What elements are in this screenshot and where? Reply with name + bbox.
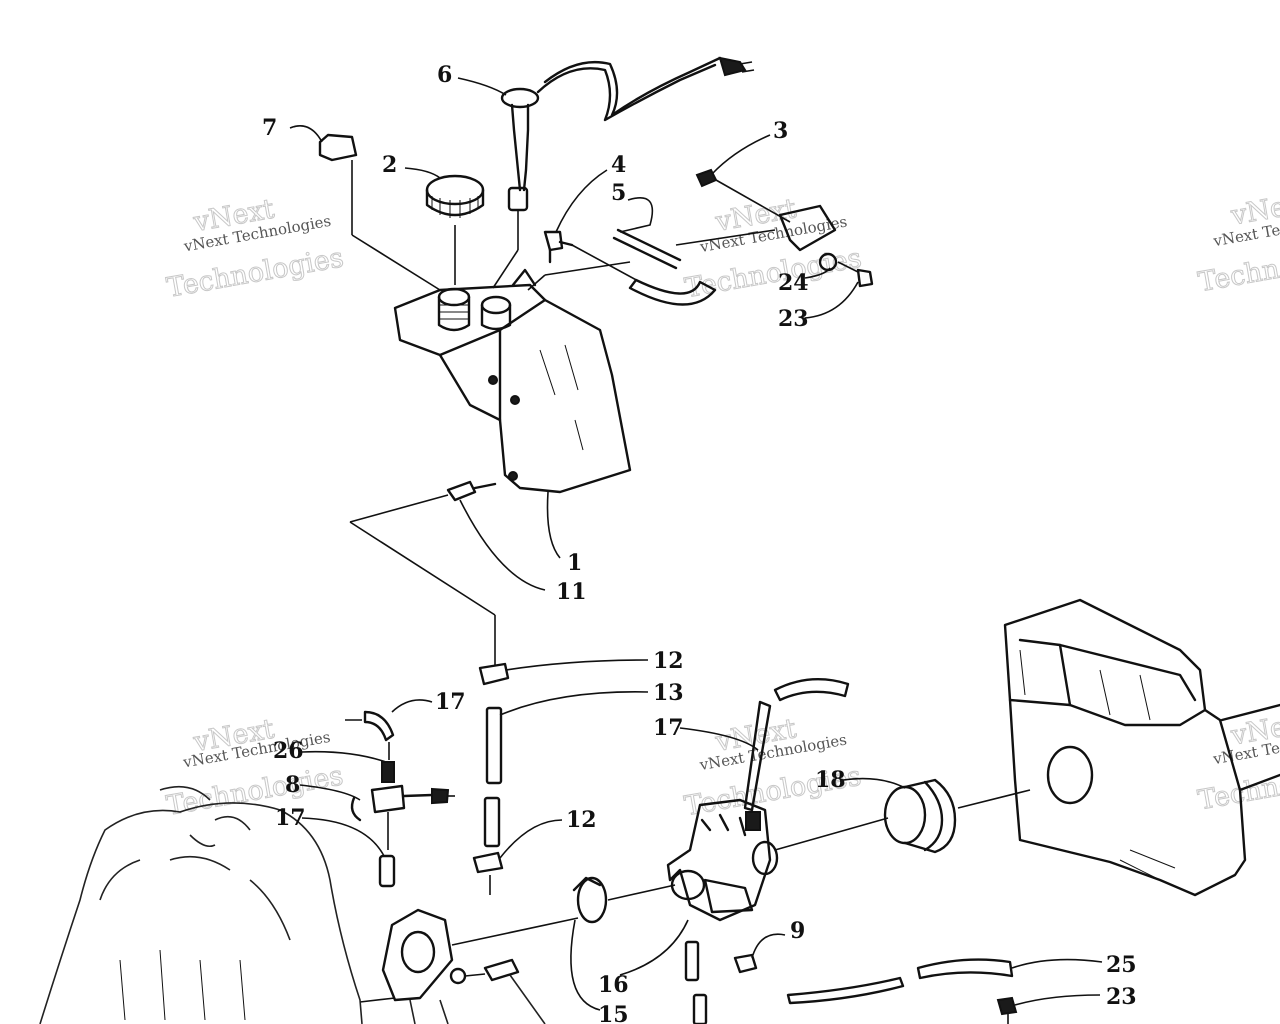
callout-12-bottom: 12 bbox=[566, 807, 597, 833]
callout-25: 25 bbox=[1106, 952, 1137, 978]
callout-17-left-bottom: 17 bbox=[275, 805, 306, 831]
watermark-2: vNext vNext Technologies Technologies bbox=[682, 193, 864, 305]
watermark-3: vNext vNext Technologies Technologies bbox=[1196, 186, 1280, 298]
callout-7: 7 bbox=[262, 115, 277, 141]
pulse-valve-assembly bbox=[345, 710, 455, 888]
callout-24: 24 bbox=[778, 270, 809, 296]
hose-clamp bbox=[572, 876, 676, 924]
watermark-6: vNext vNext Technologies Technologies bbox=[1195, 706, 1280, 816]
callout-23-bottom: 23 bbox=[1106, 984, 1137, 1010]
tank-cap bbox=[425, 174, 485, 285]
vent-hose-carb bbox=[743, 678, 850, 812]
callout-3: 3 bbox=[773, 118, 788, 144]
callout-15: 15 bbox=[598, 1002, 629, 1024]
callout-5: 5 bbox=[611, 180, 626, 206]
oil-tank bbox=[393, 268, 632, 494]
callout-16: 16 bbox=[598, 972, 629, 998]
elbow-fitting bbox=[527, 230, 641, 291]
callout-6: 6 bbox=[437, 62, 452, 88]
callout-4: 4 bbox=[611, 152, 626, 178]
callout-23-top: 23 bbox=[778, 306, 809, 332]
air-silencer bbox=[1003, 598, 1280, 897]
intake-flange bbox=[359, 908, 579, 1003]
outlet-fitting bbox=[349, 480, 497, 665]
intake-boot bbox=[883, 778, 1031, 854]
engine-outline bbox=[39, 785, 546, 1024]
callout-8: 8 bbox=[285, 772, 300, 798]
callout-18: 18 bbox=[815, 767, 846, 793]
lower-fittings bbox=[684, 940, 1018, 1024]
callout-13: 13 bbox=[653, 680, 684, 706]
fuel-line-vertical bbox=[472, 662, 510, 895]
callout-11: 11 bbox=[556, 579, 587, 605]
callout-labels: 7 2 6 3 4 5 24 23 1 11 12 13 17 26 8 17 … bbox=[262, 62, 1137, 1024]
vent-hose bbox=[612, 228, 776, 306]
leader-lines bbox=[289, 77, 1103, 1011]
callout-9: 9 bbox=[790, 918, 805, 944]
callout-17-right: 17 bbox=[653, 715, 684, 741]
callout-17-left-top: 17 bbox=[435, 689, 466, 715]
callout-26: 26 bbox=[273, 738, 304, 764]
callout-2: 2 bbox=[382, 152, 397, 178]
decal bbox=[318, 133, 441, 291]
callout-1: 1 bbox=[567, 550, 582, 576]
callout-12-top: 12 bbox=[653, 648, 684, 674]
watermark-1: vNext vNext Technologies Technologies bbox=[164, 193, 346, 304]
oil-level-sensor bbox=[492, 56, 755, 289]
